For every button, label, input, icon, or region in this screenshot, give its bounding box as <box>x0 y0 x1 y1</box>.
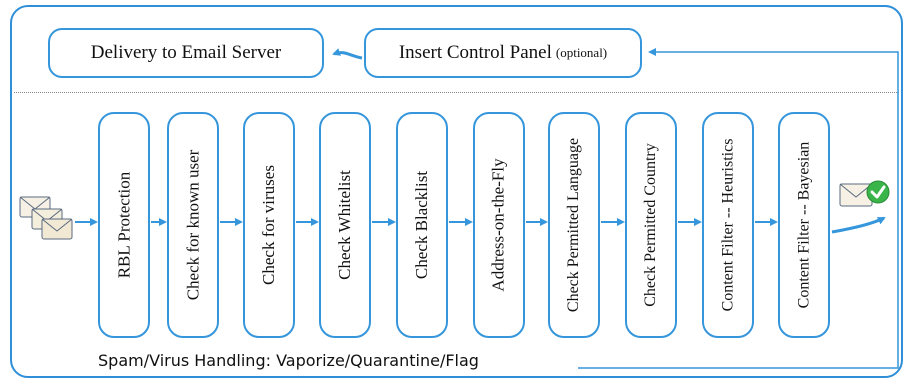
stage-check-viruses: Check for viruses <box>243 112 295 338</box>
delivery-box: Delivery to Email Server <box>48 28 324 78</box>
approved-mail-icon <box>839 180 890 207</box>
insert-to-delivery-arrow <box>332 48 363 60</box>
optional-note: (optional) <box>555 45 608 60</box>
delivery-label: Delivery to Email Server <box>90 42 282 63</box>
outer-frame <box>10 5 903 378</box>
arrow-out <box>831 216 886 234</box>
stage-content-filter-bayesian: Content Filter -- Bayesian <box>778 112 830 338</box>
stage-rbl-protection: RBL Protection <box>98 112 150 338</box>
stage-check-whitelist: Check Whitelist <box>319 112 371 338</box>
check-badge-icon <box>866 180 890 204</box>
stage-check-permitted-country: Check Permitted Country <box>625 112 677 338</box>
insert-control-panel-label: Insert Control Panel <box>398 42 552 63</box>
handling-connector-line <box>578 48 899 369</box>
stage-check-blacklist: Check Blacklist <box>396 112 448 338</box>
incoming-mail-icon <box>19 196 73 240</box>
stage-check-known-user: Check for known user <box>167 112 219 338</box>
stage-address-on-the-fly: Address-on-the-Fly <box>473 112 525 338</box>
section-divider <box>14 92 899 93</box>
insert-control-panel-box: Insert Control Panel (optional) <box>364 28 642 78</box>
stage-check-permitted-language: Check Permitted Language <box>548 112 600 338</box>
stage-content-filter-heuristics: Content Filter -- Heuristics <box>702 112 754 338</box>
spam-virus-handling-label: Spam/Virus Handling: Vaporize/Quarantine… <box>98 351 483 370</box>
